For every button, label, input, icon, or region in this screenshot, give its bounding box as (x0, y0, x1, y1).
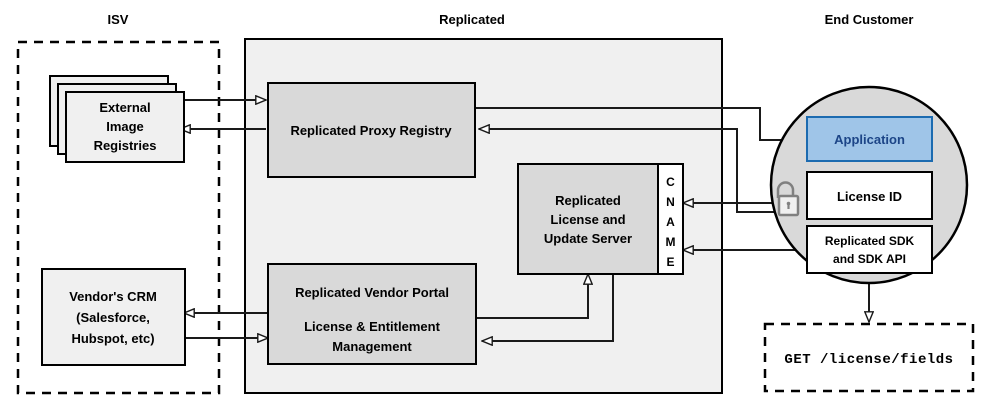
node-replicated-proxy-registry[interactable]: Replicated Proxy Registry (267, 82, 476, 178)
zone-isv: ISV (16, 12, 221, 395)
external-registries-line-2: Image (106, 119, 144, 134)
zone-isv-label: ISV (108, 12, 129, 27)
padlock-shackle (776, 181, 795, 198)
vendor-portal-line-3: Management (332, 339, 412, 354)
license-update-server-line-2: License and (550, 212, 625, 227)
zone-end-customer: End Customer (825, 12, 914, 27)
zone-end-customer-label: End Customer (825, 12, 914, 27)
api-request-border (763, 322, 975, 393)
node-license-id[interactable]: License ID (806, 171, 933, 220)
padlock-keyslot (787, 204, 790, 209)
vendor-portal-box (267, 263, 477, 365)
node-vendors-crm[interactable]: Vendor's CRM (Salesforce, Hubspot, etc) (41, 268, 186, 366)
node-replicated-vendor-portal[interactable]: Replicated Vendor Portal License & Entit… (267, 263, 477, 365)
vendor-portal-line-1: Replicated Vendor Portal (295, 285, 449, 300)
edge-license-server-to-portal (482, 272, 614, 341)
license-id-box (806, 171, 933, 220)
license-update-server-line-3: Update Server (544, 231, 632, 246)
application-label: Application (834, 132, 905, 147)
node-external-image-registries[interactable]: External Image Registries (49, 75, 185, 163)
zone-replicated-label: Replicated (439, 12, 505, 27)
vendors-crm-line-1: Vendor's CRM (69, 289, 157, 304)
api-request-label: GET /license/fields (784, 352, 953, 368)
vendors-crm-box (41, 268, 186, 366)
application-box (806, 116, 933, 162)
license-update-server-box (517, 163, 659, 275)
zone-isv-border (16, 40, 221, 395)
cname-letter-e: E (666, 255, 674, 269)
cname-letter-m: M (666, 235, 676, 249)
replicated-sdk-line-1: Replicated SDK (825, 234, 915, 248)
proxy-registry-box (267, 82, 476, 178)
license-update-server-line-1: Replicated (555, 193, 621, 208)
node-cname-strip[interactable]: C N A M E (657, 163, 684, 275)
license-id-label: License ID (837, 189, 902, 204)
node-replicated-sdk[interactable]: Replicated SDK and SDK API (806, 225, 933, 274)
unlocked-padlock-icon (776, 181, 800, 217)
node-application[interactable]: Application (806, 116, 933, 162)
vendor-portal-line-2: License & Entitlement (304, 319, 440, 334)
proxy-registry-label: Replicated Proxy Registry (290, 123, 452, 138)
cname-letter-a: A (666, 215, 675, 229)
cname-letter-c: C (666, 175, 675, 189)
vendors-crm-line-3: Hubspot, etc) (71, 331, 154, 346)
node-api-request[interactable]: GET /license/fields (763, 322, 975, 393)
edge-portal-to-license-server (476, 274, 588, 319)
edge-application-to-proxy (479, 129, 805, 213)
vendors-crm-line-2: (Salesforce, (76, 310, 150, 325)
replicated-sdk-line-2: and SDK API (833, 252, 906, 266)
cname-box (657, 163, 684, 275)
cname-letter-n: N (666, 195, 675, 209)
node-license-and-update-server[interactable]: Replicated License and Update Server (517, 163, 659, 275)
external-registries-stack-front (65, 91, 185, 163)
external-registries-line-3: Registries (94, 138, 157, 153)
external-registries-line-1: External (99, 100, 150, 115)
replicated-sdk-box (806, 225, 933, 274)
